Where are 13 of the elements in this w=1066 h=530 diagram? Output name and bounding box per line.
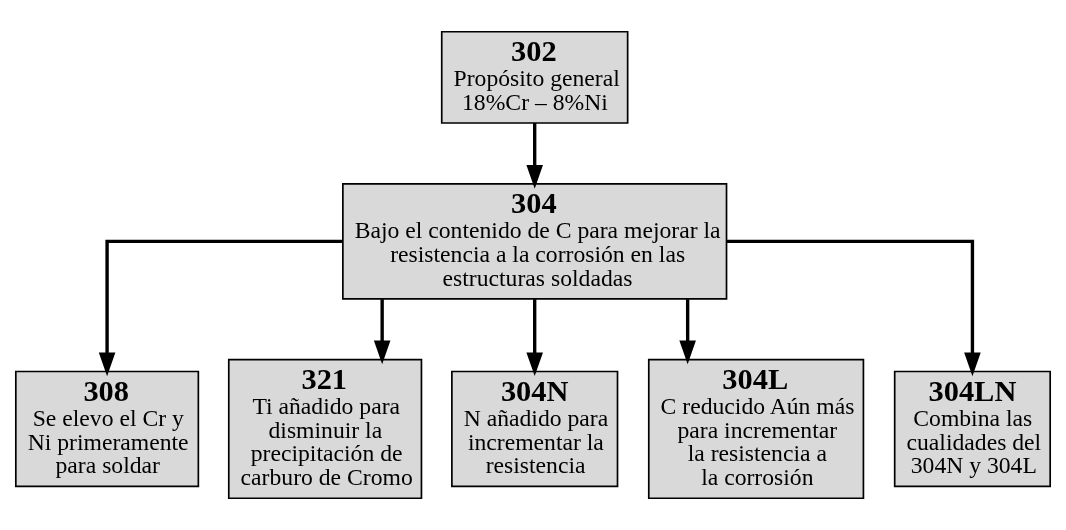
node-box: 304LN Combina las cualidades del 304N y 304L bbox=[893, 370, 1052, 488]
arrow bbox=[726, 239, 981, 377]
arrow bbox=[526, 299, 543, 377]
node-box: 321 Ti añadido para disminuir la precipitación de carburo de Cromo bbox=[227, 358, 423, 500]
arrow bbox=[679, 299, 696, 365]
node-box: 308 Se elevo el Cr y Ni primeramente para soldar bbox=[14, 370, 200, 488]
node-box: 304L C reducido Aún más para incrementar la resistencia a la corrosión bbox=[647, 358, 865, 500]
arrow bbox=[526, 123, 543, 189]
node-box: 302 Propósito general 18%Cr – 8%Ni bbox=[440, 30, 629, 124]
node-box: 304 Bajo el contenido de C para mejorar la resistencia a la corrosión en las estructuras soldadas bbox=[342, 183, 728, 300]
node-box: 304N N añadido para incrementar la resistencia bbox=[451, 370, 619, 488]
arrow bbox=[98, 239, 343, 377]
arrow bbox=[373, 299, 391, 365]
